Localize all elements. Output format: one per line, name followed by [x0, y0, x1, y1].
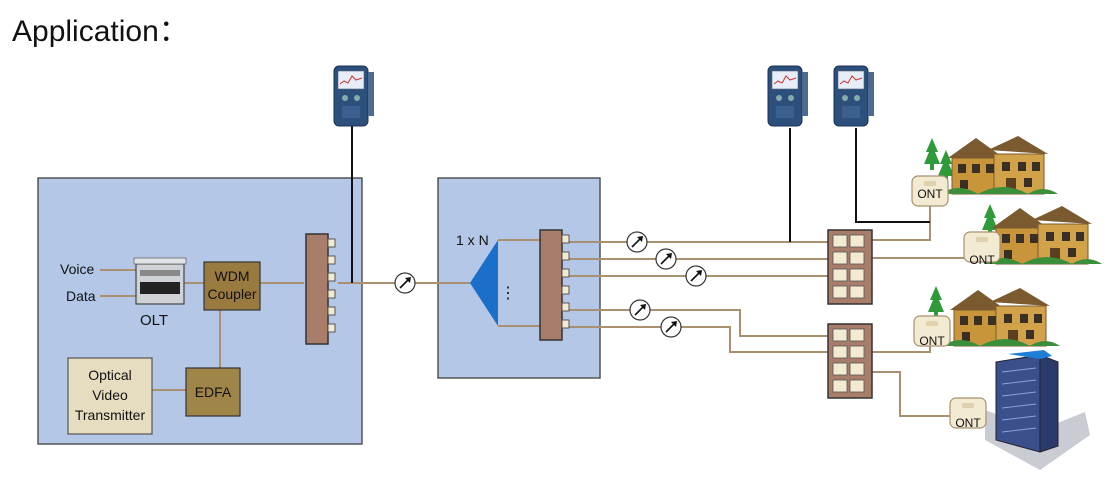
edfa-label: EDFA — [195, 384, 232, 400]
transmitter-label-line-1: Optical — [88, 367, 132, 383]
splitter-panel — [437, 177, 601, 379]
signal-direction-icon — [685, 265, 707, 287]
transmitter-label-line-3: Transmitter — [75, 407, 146, 423]
splitter-triangle-icon — [470, 240, 498, 326]
optical-video-transmitter-box — [67, 357, 153, 435]
house-icon — [939, 135, 1059, 195]
ont-label: ONT — [917, 187, 943, 201]
local-splitter-upper — [827, 229, 873, 305]
tester-leads — [351, 126, 930, 283]
data-label: Data — [66, 288, 96, 304]
ont-label: ONT — [969, 253, 995, 267]
signal-direction-icon — [394, 272, 416, 294]
house-icon — [941, 287, 1061, 347]
voice-label: Voice — [60, 261, 94, 277]
signal-direction-icon — [655, 248, 677, 270]
olt-device-icon — [133, 257, 187, 305]
wdm-label-line-1: WDM — [215, 268, 250, 284]
signal-direction-icon — [660, 316, 682, 338]
splitter-ratio-label: 1 x N — [456, 232, 489, 248]
office-building-icon — [985, 350, 1090, 470]
signal-direction-icon — [626, 231, 648, 253]
ont-label: ONT — [919, 334, 945, 348]
otdr-handheld-icon — [333, 65, 375, 127]
tree-icon — [928, 286, 944, 318]
olt-label: OLT — [140, 312, 168, 329]
signal-direction-icon — [629, 299, 651, 321]
wdm-coupler-box — [203, 261, 261, 311]
wdm-label-line-2: Coupler — [207, 286, 256, 302]
tree-icon — [924, 138, 940, 170]
transmitter-label-line-2: Video — [92, 387, 128, 403]
otdr-handheld-icon — [767, 65, 809, 127]
house-icon — [983, 205, 1103, 265]
page-title: Application： — [12, 15, 189, 48]
splitter-dots: ⋮ — [500, 285, 516, 302]
ont-label: ONT — [955, 416, 981, 430]
local-splitter-lower — [827, 323, 873, 399]
edfa-box — [185, 367, 241, 417]
otdr-handheld-icon — [833, 65, 875, 127]
